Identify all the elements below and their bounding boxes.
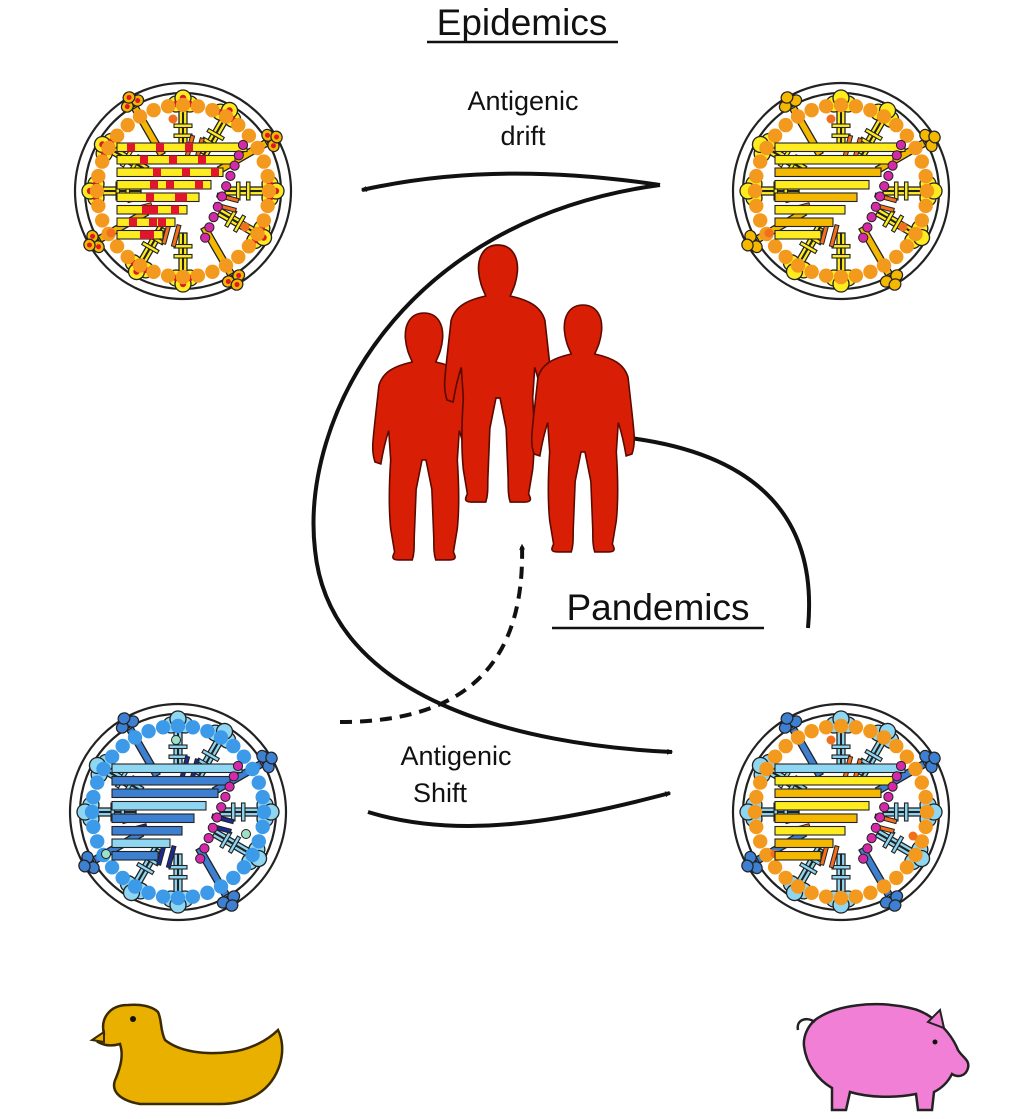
internal-protein-dot (240, 222, 250, 232)
rna-genome-segments (774, 139, 907, 243)
internal-protein-dot (908, 831, 918, 841)
epidemics-heading: Epidemics (437, 2, 608, 43)
matrix-protein-layer (84, 718, 272, 906)
internal-protein-dot (101, 849, 111, 859)
antigenic-shift-label-1: Antigenic (400, 741, 511, 771)
internal-protein-dot (171, 735, 181, 745)
pig-to-human-arrow (628, 435, 812, 629)
antigenic-drift-arrow (360, 171, 661, 192)
direct-transmission-dashed-arrow (339, 543, 526, 724)
humans-group (371, 244, 636, 561)
antigenic-shift-arrow (367, 791, 672, 828)
virus-drifted-epidemic (73, 81, 293, 301)
rna-genome-segments (774, 760, 907, 864)
matrix-protein-layer (747, 97, 935, 285)
internal-protein-dot (764, 228, 774, 238)
internal-protein-dot (898, 222, 908, 232)
rna-genome-segments (111, 760, 244, 864)
antigenic-drift-label-1: Antigenic (467, 86, 578, 116)
internal-protein-dot (826, 735, 836, 745)
internal-protein-dot (826, 114, 836, 124)
internal-protein-dot (168, 114, 178, 124)
antigenic-drift-label-2: drift (500, 121, 546, 151)
human-to-pig-arrow (311, 183, 674, 755)
pig-icon (796, 1003, 970, 1112)
rna-genome-segments (116, 139, 249, 243)
matrix-protein-layer (747, 718, 935, 906)
virus-avian (68, 702, 288, 922)
internal-protein-dot (106, 228, 116, 238)
pandemics-heading: Pandemics (566, 587, 749, 628)
matrix-protein-layer (89, 97, 277, 285)
virus-human-seasonal (731, 81, 951, 301)
duck-icon (89, 1003, 284, 1106)
internal-protein-dot (241, 829, 251, 839)
antigenic-shift-label-2: Shift (413, 778, 468, 808)
virus-reassortant-swine (731, 702, 951, 922)
